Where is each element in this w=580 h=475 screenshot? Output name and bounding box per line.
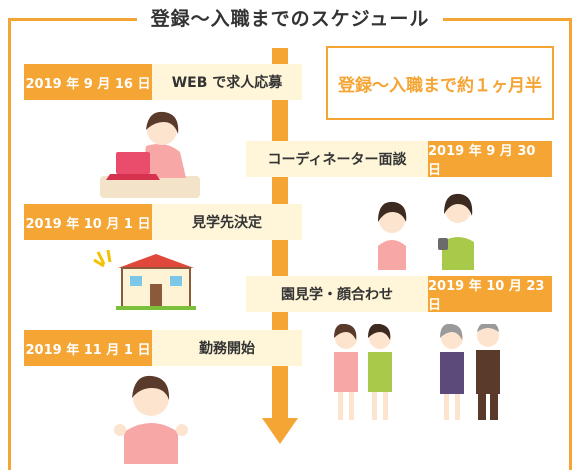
- step-4-label: 園見学・顔合わせ: [246, 276, 428, 312]
- step-3-date: 2019 年 10 月 1 日: [24, 204, 152, 240]
- step-2: コーディネーター面談 2019 年 9 月 30 日: [246, 141, 552, 178]
- step-3: 2019 年 10 月 1 日 見学先決定: [24, 204, 302, 240]
- school-building-illustration: [93, 250, 196, 310]
- step-1-date: 2019 年 9 月 16 日: [24, 64, 152, 100]
- step-5-label: 勤務開始: [152, 330, 302, 366]
- woman-laptop-illustration: [100, 111, 200, 198]
- step-2-date: 2019 年 9 月 30 日: [428, 141, 552, 178]
- step-4: 園見学・顔合わせ 2019 年 10 月 23 日: [246, 276, 552, 313]
- summary-box: 登録～入職まで約１ヶ月半: [326, 46, 554, 120]
- title-wrap: 登録～入職までのスケジュール: [0, 4, 580, 31]
- step-1: 2019 年 9 月 16 日 WEB で求人応募: [24, 64, 302, 100]
- step-4-date: 2019 年 10 月 23 日: [428, 276, 552, 313]
- cheering-woman-illustration: [114, 375, 188, 464]
- step-5: 2019 年 11 月 1 日 勤務開始: [24, 330, 302, 366]
- meeting-group-illustration: [334, 324, 500, 420]
- step-2-label: コーディネーター面談: [246, 141, 428, 177]
- step-5-date: 2019 年 11 月 1 日: [24, 330, 152, 366]
- timeline-arrow-icon: [262, 418, 298, 444]
- step-1-label: WEB で求人応募: [152, 64, 302, 100]
- coordinator-talk-illustration: [378, 193, 474, 270]
- step-3-label: 見学先決定: [152, 204, 302, 240]
- diagram-title: 登録～入職までのスケジュール: [136, 4, 444, 31]
